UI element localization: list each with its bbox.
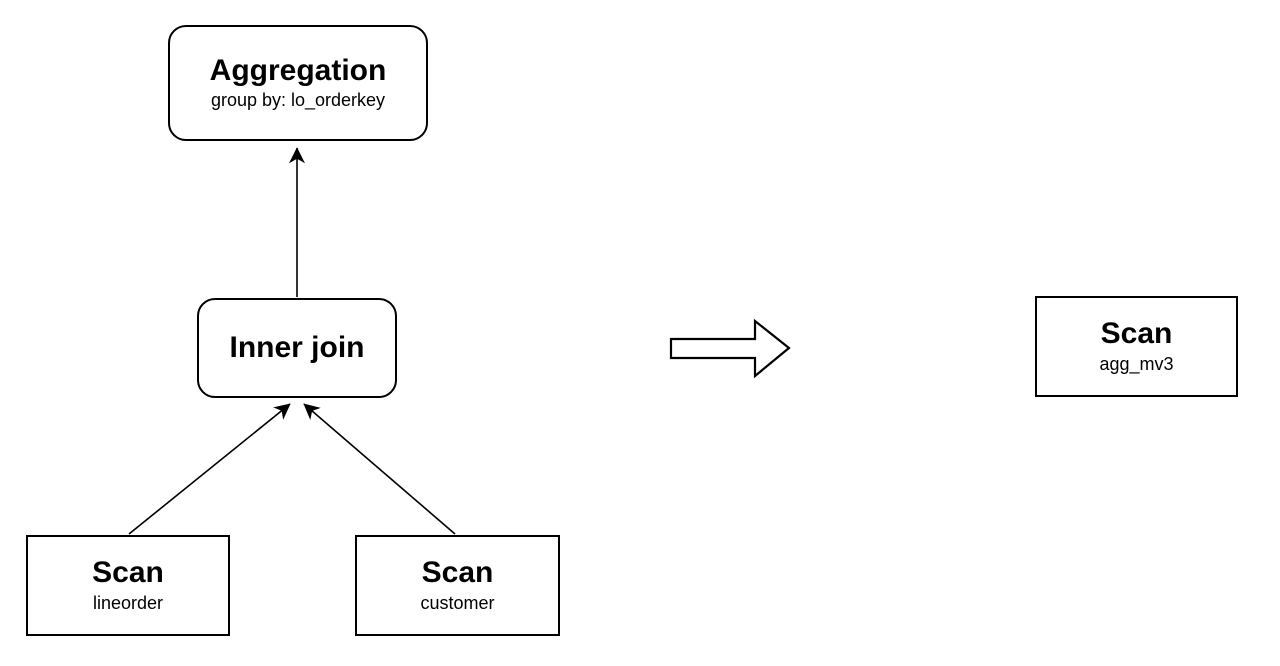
- node-aggregation-subtitle: group by: lo_orderkey: [210, 90, 386, 111]
- node-inner-join-title: Inner join: [229, 330, 365, 364]
- node-scan-customer: Scan customer: [355, 535, 560, 636]
- node-inner-join: Inner join: [197, 298, 397, 398]
- node-scan-lineorder-subtitle: lineorder: [92, 592, 164, 613]
- edge-scanlineorder-to-innerjoin: [128, 403, 291, 535]
- transform-arrow-icon: [669, 318, 791, 379]
- node-scan-agg-mv3: Scan agg_mv3: [1035, 296, 1238, 397]
- edge-scancustomer-to-innerjoin: [303, 403, 456, 535]
- node-scan-customer-title: Scan: [421, 556, 494, 590]
- node-scan-lineorder: Scan lineorder: [26, 535, 230, 636]
- node-aggregation: Aggregation group by: lo_orderkey: [168, 25, 428, 141]
- node-scan-customer-subtitle: customer: [420, 592, 495, 613]
- node-scan-agg-mv3-title: Scan: [1100, 317, 1173, 351]
- node-scan-agg-mv3-subtitle: agg_mv3: [1099, 353, 1174, 374]
- node-aggregation-title: Aggregation: [209, 53, 387, 87]
- node-scan-lineorder-title: Scan: [92, 556, 164, 590]
